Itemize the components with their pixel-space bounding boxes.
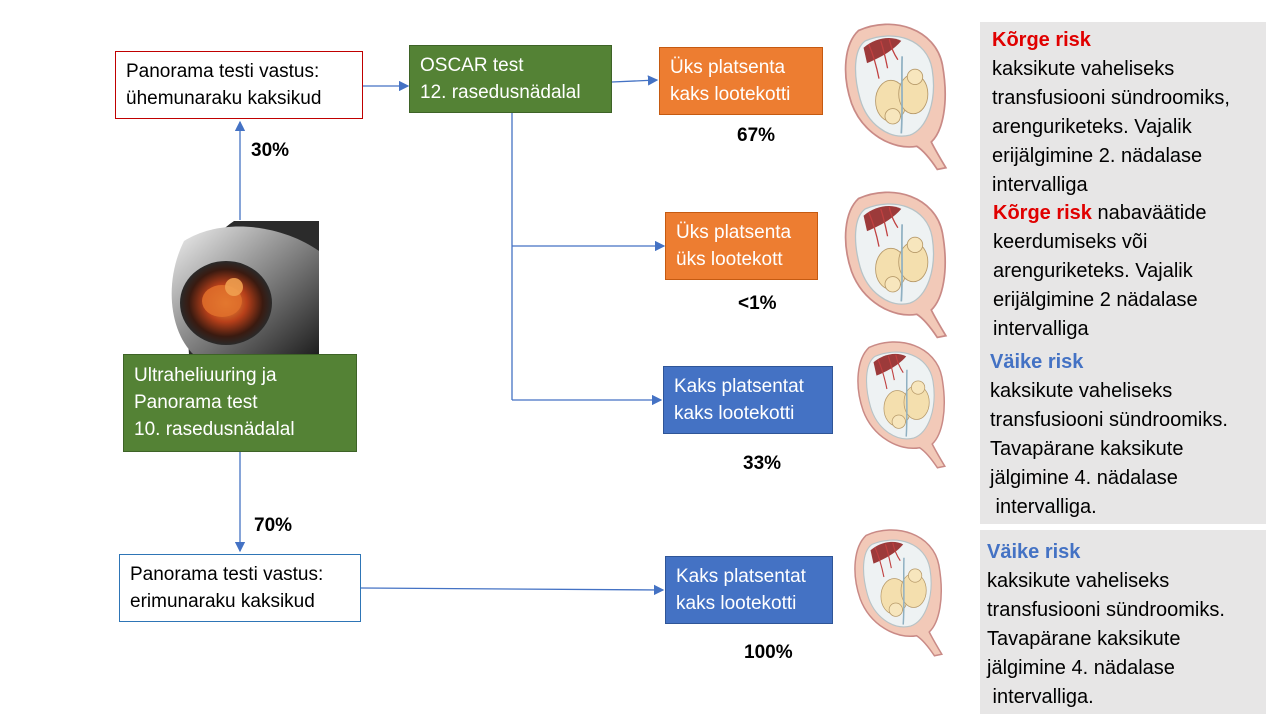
- risk-label: Kõrge risk: [992, 29, 1091, 51]
- pct-mcma: <1%: [738, 293, 777, 314]
- pct-dcda-a: 33%: [743, 453, 782, 474]
- node-start: Ultraheliuuring ja Panorama test 10. ras…: [123, 354, 357, 452]
- risk-label: Väike risk: [987, 541, 1081, 563]
- pct-up: 30%: [251, 140, 290, 161]
- arrow-oscar-to-mcda: [611, 75, 659, 86]
- node-di: Panorama testi vastus: erimunaraku kaksi…: [119, 554, 361, 622]
- risk-text-3: Väike risk kaksikute vaheliseks transfus…: [990, 351, 1228, 518]
- pct-dcda-b: 100%: [744, 642, 793, 663]
- risk-text-2: Kõrge risk nabaväätide keerdumiseks või …: [993, 202, 1207, 340]
- node-mcda: Üks platsenta kaks lootekotti: [659, 47, 823, 115]
- risk-text-1: Kõrge risk kaksikute vaheliseks transfus…: [992, 29, 1230, 196]
- risk-panel-bottom: [980, 530, 1266, 714]
- twin-uterus-illustration-4: [854, 529, 943, 657]
- twin-uterus-illustration-3: [857, 341, 946, 469]
- risk-panel-top: [980, 22, 1266, 524]
- risk-label: Väike risk: [990, 351, 1084, 373]
- node-dcda-b: Kaks platsentat kaks lootekotti: [665, 556, 833, 624]
- risk-text-4: Väike risk kaksikute vaheliseks transfus…: [987, 541, 1225, 708]
- twin-uterus-illustration-2: [844, 191, 947, 339]
- node-mono: Panorama testi vastus: ühemunaraku kaksi…: [115, 51, 363, 119]
- node-dcda-a: Kaks platsentat kaks lootekotti: [663, 366, 833, 434]
- pct-down: 70%: [254, 515, 293, 536]
- node-oscar: OSCAR test 12. rasedusnädalal: [409, 45, 612, 113]
- pct-mcda: 67%: [737, 125, 776, 146]
- arrow-di-to-dcda: [360, 584, 665, 596]
- risk-label: Kõrge risk: [993, 202, 1092, 224]
- node-mcma: Üks platsenta üks lootekott: [665, 212, 818, 280]
- twin-uterus-illustration-1: [844, 23, 947, 171]
- pregnant-belly-fetus-image: [164, 221, 319, 355]
